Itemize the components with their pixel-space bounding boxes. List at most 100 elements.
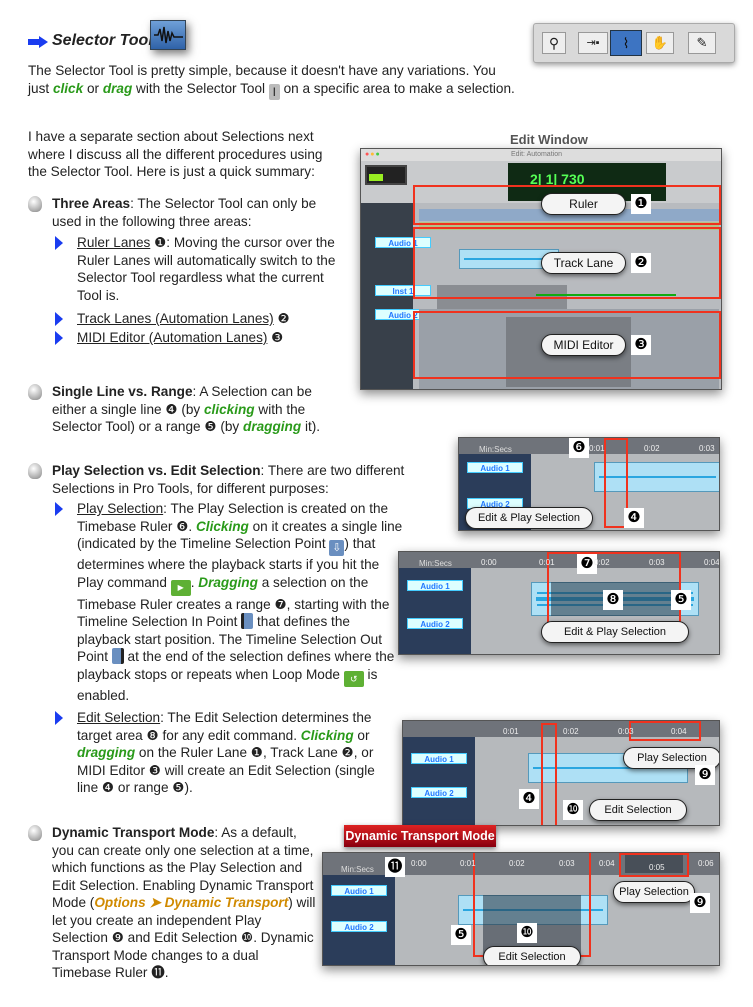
- midi-editor-item: MIDI Editor (Automation Lanes) ❸: [77, 329, 357, 347]
- text: a selection on the Timebase Ruler create…: [77, 574, 390, 630]
- edit-window-caption: Edit Window: [510, 132, 588, 147]
- link[interactable]: Edit Selection: [77, 710, 161, 725]
- tick: 0:01: [589, 444, 605, 453]
- tick: 0:02: [563, 727, 579, 736]
- text: : A Selection can be either a single lin…: [52, 384, 312, 417]
- range-selection-screenshot: Min:Secs 0:00 0:01 0:02 0:03 0:04 Audio …: [398, 551, 720, 655]
- bullet-triangle-icon: [55, 312, 63, 326]
- callout-9: ❾: [690, 893, 710, 913]
- bulb-icon: [28, 825, 42, 841]
- bulb-icon: [28, 196, 42, 212]
- text: The Selector Tool is pretty simple, beca…: [28, 63, 496, 96]
- num: ❶: [150, 235, 167, 250]
- pencil-tool-icon: ✎: [688, 32, 716, 54]
- bullet-triangle-icon: [55, 331, 63, 345]
- text: : The Selector Tool can only be used in …: [52, 196, 317, 229]
- callout-9: ❾: [695, 765, 715, 785]
- term: Single Line vs. Range: [52, 384, 193, 399]
- emphasis: clicking: [203, 401, 255, 417]
- callout-6: ❻: [569, 438, 589, 458]
- emphasis: dragging: [77, 745, 136, 760]
- window-controls: ●●●: [365, 151, 381, 158]
- dynamic-transport-screenshot: Min:Secs 0:00 0:01 0:02 0:03 0:04 0:05 0…: [322, 852, 720, 966]
- text: it).: [301, 419, 321, 434]
- label-edit-play-selection: Edit & Play Selection: [541, 621, 689, 643]
- text: on a specific area to make a selection.: [279, 80, 515, 96]
- selector-tool-icon: ⌇: [610, 30, 642, 56]
- link[interactable]: Play Selection: [77, 501, 164, 516]
- callout-1: ❶: [631, 194, 651, 214]
- text: is enabled.: [77, 666, 378, 703]
- link[interactable]: Track Lanes (Automation Lanes): [77, 311, 274, 326]
- timeline-selection-point-icon: ⇩: [329, 540, 345, 556]
- tick: 0:03: [699, 444, 715, 453]
- right-arrow-icon: [28, 35, 48, 48]
- text: on the Ruler Lane ❶, Track Lane ❷, or MI…: [77, 745, 375, 795]
- tick: 0:01: [539, 558, 555, 567]
- section-title: Selector Tool: [52, 32, 153, 49]
- ruler-label: Min:Secs: [479, 445, 512, 454]
- callout-3: ❸: [631, 335, 651, 355]
- label-midi-editor: MIDI Editor: [541, 334, 626, 356]
- tick: 0:02: [509, 859, 525, 868]
- dynamic-transport-tag: Dynamic Transport Mode: [344, 825, 496, 847]
- label-play-selection: Play Selection: [623, 747, 719, 769]
- link[interactable]: Ruler Lanes: [77, 235, 151, 250]
- bullet-triangle-icon: [55, 711, 63, 725]
- callout-2: ❷: [631, 253, 651, 273]
- emphasis: Dragging: [198, 574, 258, 590]
- toolbar-image: ⚲ ⇥▪ ⌇ ✋ ✎: [533, 23, 735, 63]
- label-track-lane: Track Lane: [541, 252, 626, 274]
- tick: 0:04: [704, 558, 720, 567]
- label-edit-play-selection: Edit & Play Selection: [465, 507, 593, 529]
- text: ) that determines where the playback sta…: [77, 536, 380, 590]
- callout-7: ❼: [577, 554, 597, 574]
- bullet-triangle-icon: [55, 502, 63, 516]
- callout-11: ⓫: [385, 857, 405, 877]
- callout-4: ❹: [624, 508, 644, 528]
- label-ruler: Ruler: [541, 193, 626, 215]
- ruler-label: Min:Secs: [341, 865, 374, 874]
- link[interactable]: MIDI Editor (Automation Lanes): [77, 330, 268, 345]
- in-point-icon: [241, 613, 254, 629]
- play-button-icon: ▶: [170, 579, 191, 596]
- tick: 0:02: [644, 444, 660, 453]
- counter-value: 2| 1| 730: [530, 171, 585, 187]
- tick: 0:02: [594, 558, 610, 567]
- text: : As a default, you can create only one …: [52, 825, 314, 910]
- term: Play Selection vs. Edit Selection: [52, 463, 261, 478]
- text: : The Play Selection is created on the T…: [77, 501, 389, 534]
- emphasis: Clicking: [300, 727, 354, 743]
- label-edit-selection: Edit Selection: [483, 946, 581, 965]
- text: : Moving the cursor over the Ruler Lanes…: [77, 235, 336, 303]
- track-name: Audio 1: [467, 462, 523, 473]
- callout-5: ❺: [451, 925, 471, 945]
- menu-path: Options ➤ Dynamic Transport: [94, 895, 289, 910]
- tick: 0:00: [411, 859, 427, 868]
- label-edit-selection: Edit Selection: [589, 799, 687, 821]
- callout-4: ❹: [519, 789, 539, 809]
- text: at the end of the selection defines wher…: [77, 649, 395, 682]
- tick: 0:06: [698, 859, 714, 868]
- tick: 0:03: [559, 859, 575, 868]
- callout-10: ❿: [517, 923, 537, 943]
- text: : The Edit Selection determines the targ…: [77, 710, 372, 743]
- text: with the Selector Tool: [132, 80, 269, 96]
- play-selection-item: Play Selection: The Play Selection is cr…: [77, 500, 457, 704]
- track-name: Audio 2: [331, 921, 387, 932]
- window-title: Edit: Automation: [511, 151, 562, 158]
- text: .: [190, 574, 199, 590]
- tick: 0:04: [671, 727, 687, 736]
- track-name: Audio 1: [407, 580, 463, 591]
- loop-mode-icon: ↺: [343, 670, 364, 687]
- text: with the Selector Tool) or a range ❺ (by: [52, 401, 306, 435]
- tick: 0:03: [649, 558, 665, 567]
- edit-selection-item: Edit Selection: The Edit Selection deter…: [77, 709, 397, 797]
- text: : There are two different Selections in …: [52, 463, 405, 496]
- track-lanes-item: Track Lanes (Automation Lanes) ❷: [77, 310, 357, 328]
- callout-5: ❺: [671, 590, 691, 610]
- tick: 0:01: [503, 727, 519, 736]
- edit-window-screenshot: ●●● Edit: Automation 2| 1| 730 Audio 1 I…: [360, 148, 722, 390]
- text: or: [83, 80, 103, 96]
- track-name: Audio 2: [407, 618, 463, 629]
